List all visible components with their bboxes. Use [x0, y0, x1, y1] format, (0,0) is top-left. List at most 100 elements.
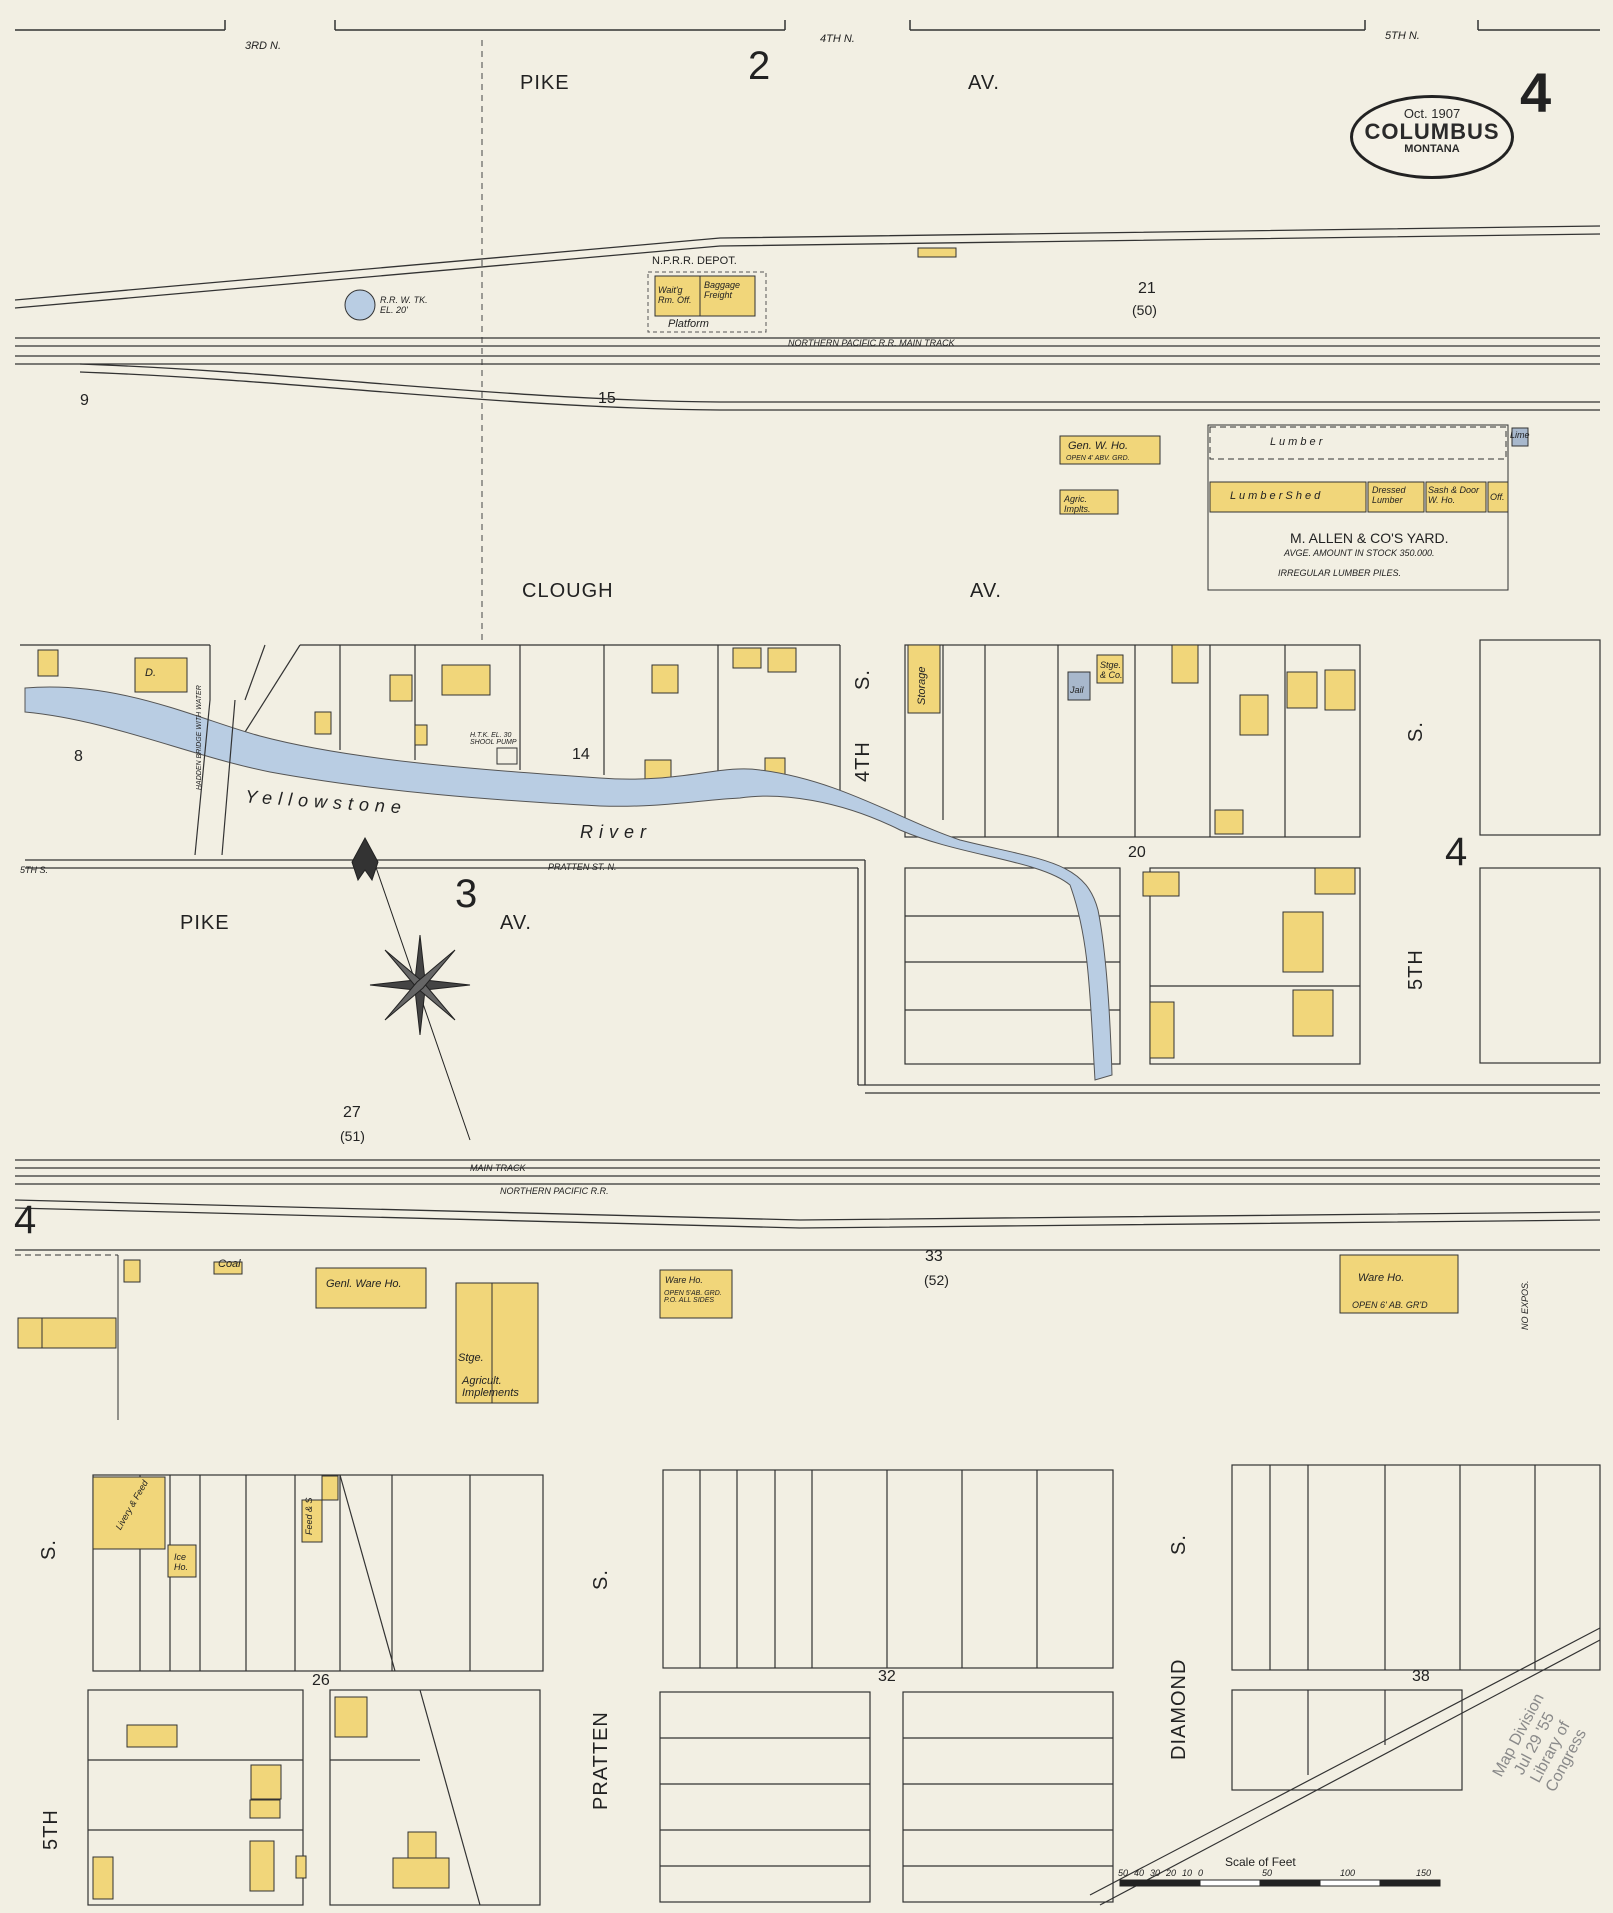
- ware-ho-right-note: OPEN 6' AB. GR'D: [1352, 1300, 1428, 1310]
- block-20: 20: [1128, 844, 1146, 861]
- block-21-sub: (50): [1132, 302, 1157, 318]
- depot-waiting-room: Wait'g Rm. Off.: [658, 285, 692, 305]
- stge2-label: Stge.: [458, 1352, 484, 1364]
- state-name: MONTANA: [1404, 143, 1460, 155]
- gen-w-ho-note: OPEN 4' ABV. GRD.: [1066, 455, 1130, 462]
- gen-w-ho-building: [1059, 435, 1161, 465]
- depot-building: [647, 271, 767, 333]
- street-pratten-s: S.: [590, 1569, 612, 1590]
- street-5th-s-b: 5TH: [1405, 949, 1427, 990]
- street-5th-n: 5TH N.: [1385, 30, 1420, 42]
- street-4th-s-b: 4TH: [852, 741, 874, 782]
- ware-ho-center-note: OPEN 5'AB. GRD. P.O. ALL SIDES: [664, 1290, 722, 1304]
- ware-ho-right-label: Ware Ho.: [1358, 1272, 1405, 1284]
- river-label-b: River: [580, 822, 653, 842]
- yard-title: M. ALLEN & CO'S YARD.: [1290, 530, 1449, 546]
- office-label: Off.: [1490, 492, 1505, 502]
- lumber-label: L u m b e r: [1270, 436, 1323, 448]
- block-14: 14: [572, 746, 590, 763]
- rr-main-track-bottom: MAIN TRACK: [470, 1163, 526, 1173]
- block-27: 27: [343, 1104, 361, 1121]
- block-14-lots: [20, 644, 841, 790]
- city-name: COLUMBUS: [1364, 119, 1500, 144]
- block-38: 38: [1412, 1668, 1430, 1685]
- water-tank-label: R.R. W. TK. EL. 20': [380, 295, 428, 315]
- street-pike-mid: PIKE: [180, 912, 230, 934]
- bridge: [194, 644, 266, 856]
- scale-tick: 0: [1198, 1868, 1204, 1878]
- scale-tick: 20: [1166, 1868, 1177, 1878]
- block-8: 8: [74, 748, 83, 765]
- left-lower-block: [15, 1254, 141, 1420]
- map-date: Oct. 1907: [1403, 106, 1461, 121]
- block-3: 3: [455, 872, 478, 916]
- pump-label: H.T.K. EL. 30 SHOOL PUMP: [470, 732, 517, 746]
- buildings-trackside: [213, 1254, 1459, 1404]
- dwelling-label: D.: [145, 667, 156, 679]
- block-4b: 4: [14, 1198, 37, 1242]
- block-9: 9: [80, 392, 89, 409]
- jail-building: [1067, 671, 1091, 701]
- agricult-impl-label: Agricult. Implements: [462, 1375, 519, 1399]
- scale-tick: 150: [1416, 1868, 1432, 1878]
- depot-baggage: Baggage Freight: [704, 280, 741, 300]
- hadden-bridge-label: HADDEN BRIDGE WITH WATER: [196, 685, 203, 790]
- scale-bar: [1119, 1879, 1441, 1887]
- sash-door-label: Sash & Door W. Ho.: [1428, 485, 1480, 505]
- street-av-mid: AV.: [500, 912, 532, 934]
- agric-impl-label: Agric. Implts.: [1064, 494, 1091, 514]
- dressed-lumber-label: Dressed Lumber: [1372, 485, 1406, 505]
- railroad-tracks-upper: [14, 225, 1601, 411]
- scale-tick: 40: [1134, 1868, 1145, 1878]
- block-26: 26: [312, 1672, 330, 1689]
- railroad-tracks-lower: [14, 1159, 1601, 1251]
- street-5th-low: 5TH: [40, 1809, 62, 1850]
- street-clough: CLOUGH: [522, 580, 614, 602]
- street-pratten-st-n: PRATTEN ST. N.: [548, 862, 617, 872]
- sheet-number: 4: [1520, 61, 1552, 124]
- agric-impl-building: [1059, 489, 1119, 515]
- title-cartouche: Oct. 1907 COLUMBUS MONTANA: [1350, 95, 1514, 179]
- street-diamond: DIAMOND: [1168, 1658, 1190, 1760]
- lime-label: Lime: [1510, 430, 1530, 440]
- genl-ware-ho-label: Genl. Ware Ho.: [326, 1278, 402, 1290]
- scale-tick: 50: [1118, 1868, 1129, 1878]
- top-street-lines: [15, 20, 1600, 31]
- block-4a: 4: [1445, 830, 1468, 874]
- feed-label: Feed & S: [304, 1497, 314, 1535]
- coal-label: Coal: [218, 1258, 241, 1270]
- storage-label: Storage: [916, 666, 928, 705]
- street-4th-s-a: S.: [852, 669, 874, 690]
- block-32: 32: [878, 1668, 896, 1685]
- compass-rose-icon: [351, 836, 471, 1141]
- street-5th-s-label: 5TH S.: [20, 865, 49, 875]
- yellowstone-river: [24, 686, 1113, 1081]
- street-clough-av: AV.: [970, 580, 1002, 602]
- pump-house: [496, 747, 518, 765]
- scale-tick: 100: [1340, 1868, 1356, 1878]
- pike-av-lines: [25, 859, 1600, 1094]
- yard-piles: IRREGULAR LUMBER PILES.: [1278, 568, 1402, 578]
- lower-blocks: [87, 1464, 1601, 1906]
- jail-label: Jail: [1070, 685, 1084, 695]
- scale-tick: 10: [1182, 1868, 1193, 1878]
- rr-main-track-top: NORTHERN PACIFIC R.R. MAIN TRACK: [788, 338, 955, 348]
- scale-tick: 50: [1262, 1868, 1273, 1878]
- ice-ho-label: Ice Ho.: [174, 1552, 189, 1572]
- block-15: 15: [598, 390, 616, 407]
- gen-w-ho-label: Gen. W. Ho.: [1068, 440, 1129, 452]
- street-4th-n: 4TH N.: [820, 33, 855, 45]
- small-shed: [917, 247, 957, 258]
- block-20-lots: [904, 639, 1601, 1065]
- buildings-lower: [92, 1475, 450, 1900]
- street-s-low: S.: [38, 1539, 60, 1560]
- scale-tick: 30: [1150, 1868, 1161, 1878]
- lumber-yard: [1207, 424, 1529, 591]
- rr-np-bottom: NORTHERN PACIFIC R.R.: [500, 1186, 609, 1196]
- buildings-upper: [37, 644, 1356, 1059]
- block-27-sub: (51): [340, 1128, 365, 1144]
- block-33-sub: (52): [924, 1272, 949, 1288]
- street-diamond-s: S.: [1168, 1534, 1190, 1555]
- lumber-shed-label: L u m b e r S h e d: [1230, 490, 1321, 502]
